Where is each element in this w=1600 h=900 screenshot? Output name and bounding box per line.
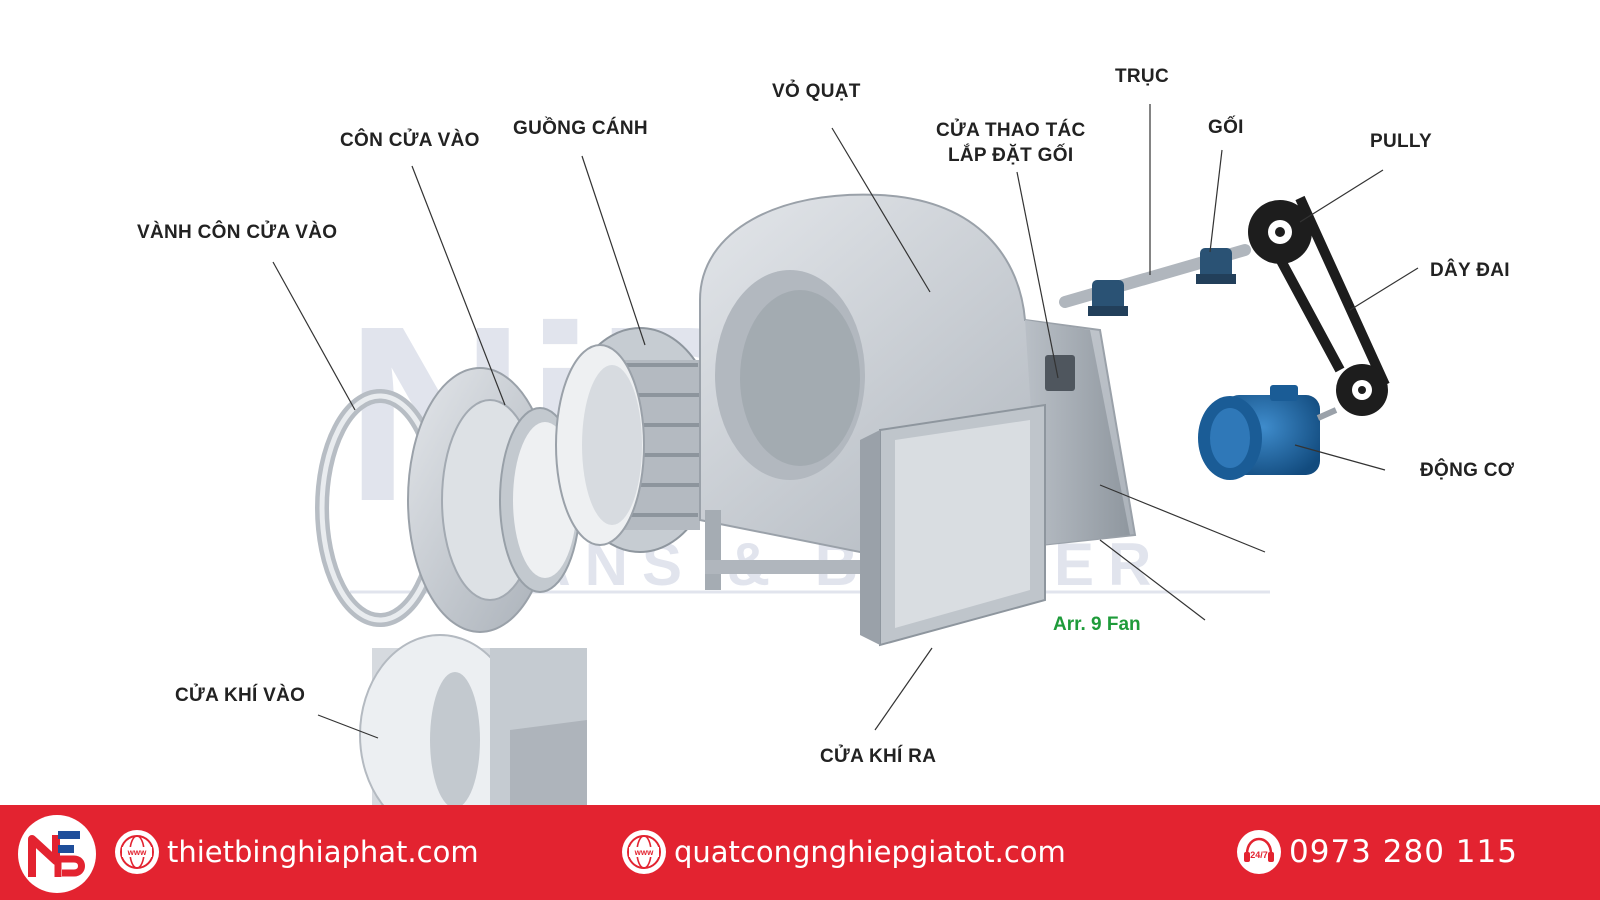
fan-exploded-diagram: NiPAC FANS & BLOWER — [137, 66, 1515, 805]
leader-lines — [272, 104, 1419, 739]
label-air-outlet: CỬA KHÍ RA — [820, 745, 936, 767]
website-2-text: quatcongnghiepgiatot.com — [674, 835, 1066, 869]
label-air-inlet: CỬA KHÍ VÀO — [175, 684, 305, 706]
svg-text:www: www — [634, 848, 654, 857]
label-arrangement: Arr. 9 Fan — [1053, 614, 1141, 635]
phone-number-text: 0973 280 115 — [1289, 834, 1518, 870]
globe-www-icon: www — [622, 830, 666, 874]
pulley-belt-part — [1248, 195, 1390, 416]
nf-logo-icon — [18, 815, 96, 893]
support-badge-text: 24/7 — [1250, 850, 1268, 860]
label-impeller: GUỒNG CÁNH — [513, 117, 648, 139]
label-belt: DÂY ĐAI — [1430, 259, 1510, 281]
label-pulley: PULLY — [1370, 131, 1432, 152]
label-access-door-line2: LẮP ĐẶT GỐI — [948, 144, 1073, 166]
svg-text:www: www — [127, 848, 147, 857]
inlet-inset-image — [359, 634, 587, 805]
label-access-door-line1: CỬA THAO TÁC — [936, 119, 1086, 141]
headset-24-7-icon: 24/7 — [1237, 830, 1281, 874]
impeller-part — [555, 327, 719, 553]
label-inlet-cone: CÔN CỬA VÀO — [340, 129, 480, 151]
website-2-link[interactable]: www quatcongnghiepgiatot.com — [622, 827, 1066, 877]
website-1-text: thietbinghiaphat.com — [167, 835, 479, 869]
motor-part — [1198, 385, 1338, 480]
fan-housing-part — [699, 193, 1137, 647]
label-bearing: GỐI — [1208, 116, 1244, 138]
label-fan-housing: VỎ QUẠT — [772, 80, 861, 102]
label-inlet-ring: VÀNH CÔN CỬA VÀO — [137, 221, 337, 243]
phone-link[interactable]: 24/7 0973 280 115 — [1237, 827, 1518, 877]
label-shaft: TRỤC — [1115, 66, 1169, 87]
shaft-part — [1059, 244, 1251, 316]
globe-www-icon: www — [115, 830, 159, 874]
contact-footer: www thietbinghiaphat.com www quatcongngh… — [0, 805, 1600, 900]
access-door — [1045, 355, 1075, 391]
bearing-part — [1088, 248, 1236, 316]
website-1-link[interactable]: www thietbinghiaphat.com — [115, 827, 479, 877]
label-motor: ĐỘNG CƠ — [1420, 459, 1515, 481]
